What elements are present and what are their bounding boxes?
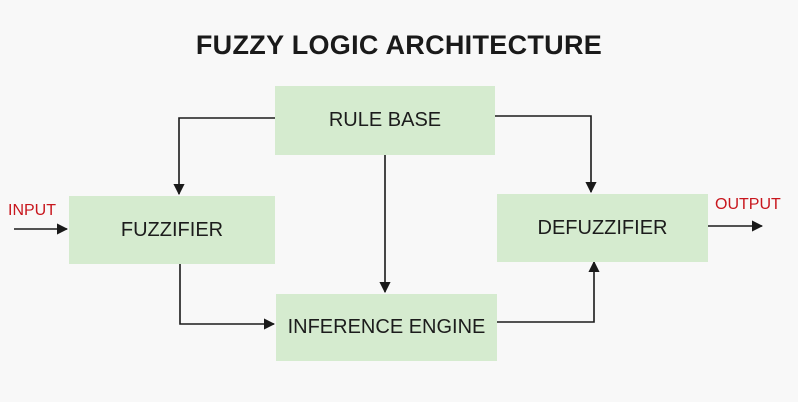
arrow-inference-to-defuzzifier: [497, 260, 600, 323]
rule-base-block: RULE BASE: [275, 86, 495, 155]
arrow-rulebase-to-fuzzifier: [173, 117, 275, 196]
fuzzifier-label: FUZZIFIER: [120, 218, 224, 241]
arrow-fuzzifier-to-inference: [179, 264, 276, 330]
output-label: OUTPUT: [715, 196, 781, 213]
rule-base-label: RULE BASE: [328, 109, 442, 131]
arrow-rulebase-to-defuzzifier: [495, 115, 597, 194]
defuzzifier-label: DEFUZZIFIER: [537, 216, 668, 239]
input-label: INPUT: [8, 202, 56, 219]
defuzzifier-block: DEFUZZIFIER: [497, 194, 708, 262]
inference-engine-block: INFERENCE ENGINE: [276, 294, 497, 361]
diagram-title: FUZZY LOGIC ARCHITECTURE: [195, 30, 603, 60]
fuzzifier-block: FUZZIFIER: [69, 196, 275, 264]
inference-engine-label: INFERENCE ENGINE: [287, 316, 486, 338]
